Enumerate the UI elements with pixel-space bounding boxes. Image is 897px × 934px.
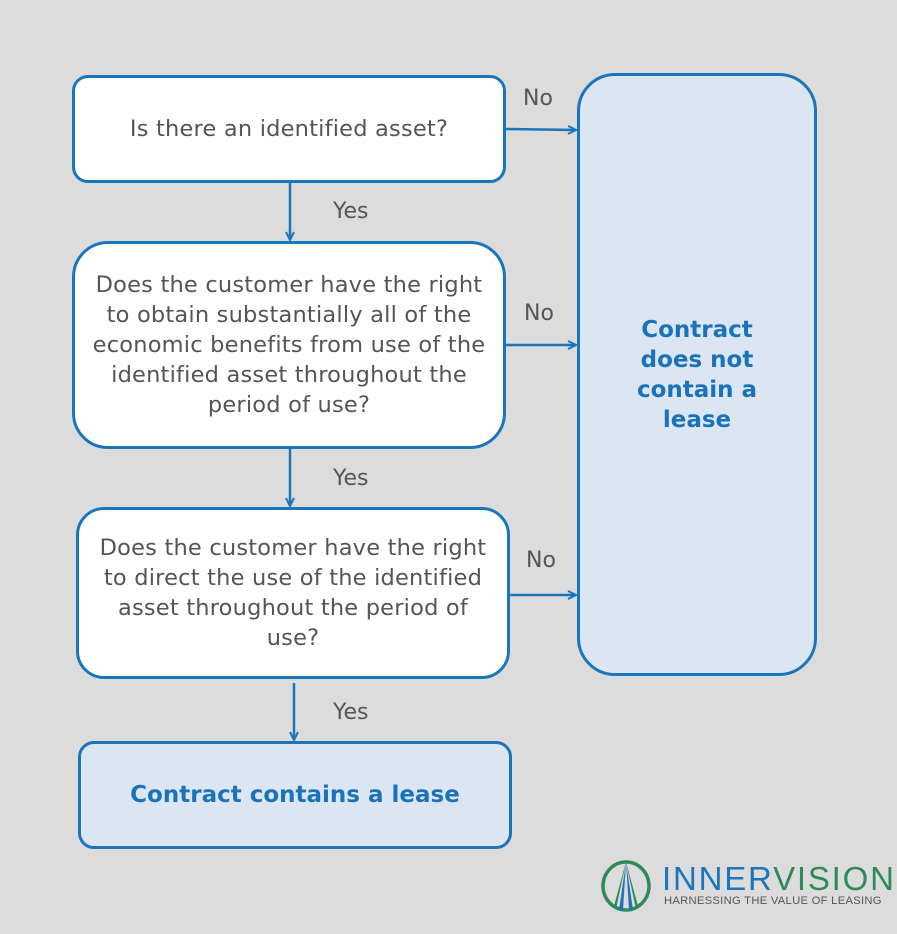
outcome-no-lease: Contract does not contain a lease (577, 73, 817, 676)
no-label-3: No (526, 548, 556, 573)
yes-label-1: Yes (333, 199, 369, 224)
no-label-2: No (524, 301, 554, 326)
logo-wordmark-inner: INNER (662, 860, 774, 897)
logo-wordmark-vision: VISION (773, 860, 896, 897)
question-economic-benefits: Does the customer have the right to obta… (72, 241, 506, 449)
question-identified-asset-text: Is there an identified asset? (129, 116, 449, 142)
innervision-logo: INNERVISION HARNESSING THE VALUE OF LEAS… (600, 858, 894, 914)
outcome-no-lease-text: Contract does not contain a lease (636, 316, 758, 433)
question-direct-use-text: Does the customer have the right to dire… (99, 535, 487, 651)
question-direct-use: Does the customer have the right to dire… (76, 507, 510, 679)
logo-emblem-icon (601, 860, 651, 912)
yes-label-2: Yes (333, 466, 369, 491)
no-label-1: No (523, 86, 553, 111)
question-identified-asset: Is there an identified asset? (72, 75, 506, 183)
outcome-lease: Contract contains a lease (78, 741, 512, 849)
outcome-lease-text: Contract contains a lease (130, 782, 460, 808)
no-arrow-1 (504, 129, 576, 130)
question-economic-benefits-text: Does the customer have the right to obta… (92, 272, 486, 418)
logo-wordmark: INNERVISION (662, 862, 896, 896)
yes-label-3: Yes (333, 700, 369, 725)
logo-tagline: HARNESSING THE VALUE OF LEASING (664, 895, 882, 907)
